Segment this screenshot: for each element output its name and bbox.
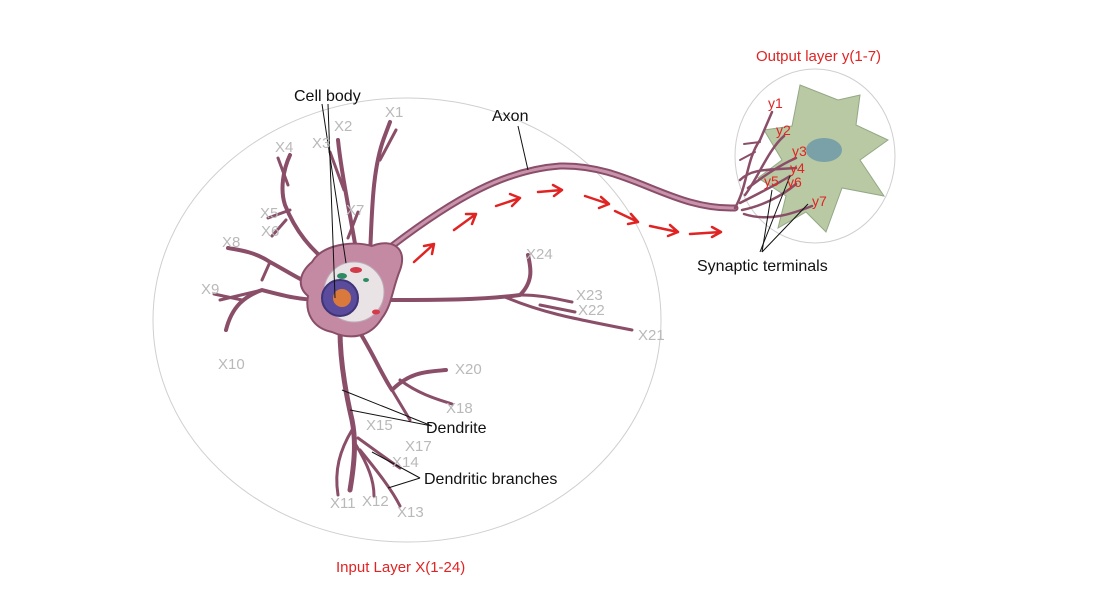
- synaptic-terminals-label: Synaptic terminals: [697, 258, 828, 275]
- input-label-x15: X15: [366, 417, 393, 434]
- cell-body: [299, 242, 403, 338]
- output-layer-boundary: [734, 68, 896, 244]
- output-label-y1: y1: [768, 95, 783, 111]
- input-label-x21: X21: [638, 327, 665, 344]
- dendrite-label: Dendrite: [426, 420, 487, 437]
- signal-arrows: [412, 183, 723, 264]
- input-label-x6: X6: [261, 223, 279, 240]
- input-label-x1: X1: [385, 104, 403, 121]
- input-label-x24: X24: [526, 246, 553, 263]
- input-label-x10: X10: [218, 356, 245, 373]
- input-label-x4: X4: [275, 139, 293, 156]
- input-label-x20: X20: [455, 361, 482, 378]
- leader-lines: [321, 103, 809, 489]
- input-layer-caption: Input Layer X(1-24): [336, 559, 465, 576]
- input-label-x12: X12: [362, 493, 389, 510]
- input-label-x9: X9: [201, 281, 219, 298]
- input-label-x3: X3: [312, 135, 330, 152]
- cell-body-label: Cell body: [294, 88, 361, 105]
- dendritic-branches-label: Dendritic branches: [424, 471, 557, 488]
- output-label-y5: y5: [764, 173, 779, 189]
- input-label-x2: X2: [334, 118, 352, 135]
- output-label-y6: y6: [787, 174, 802, 190]
- target-cell: [757, 84, 889, 233]
- input-label-x17: X17: [405, 438, 432, 455]
- input-label-x18: X18: [446, 400, 473, 417]
- output-label-y7: y7: [812, 193, 827, 209]
- input-label-x8: X8: [222, 234, 240, 251]
- input-label-x7: X7: [346, 202, 364, 219]
- input-layer-boundary: [152, 97, 662, 543]
- axon: [388, 162, 739, 250]
- input-label-x14: X14: [392, 454, 419, 471]
- output-label-y4: y4: [790, 160, 805, 176]
- input-label-x22: X22: [578, 302, 605, 319]
- input-label-x23: X23: [576, 287, 603, 304]
- output-label-y2: y2: [776, 122, 791, 138]
- axon-label: Axon: [492, 108, 528, 125]
- synaptic-terminal-branches: [733, 110, 814, 219]
- input-label-x5: X5: [260, 205, 278, 222]
- output-layer-caption: Output layer y(1-7): [756, 48, 881, 65]
- input-label-x11: X11: [330, 495, 356, 512]
- input-label-x13: X13: [397, 504, 424, 521]
- output-label-y3: y3: [792, 143, 807, 159]
